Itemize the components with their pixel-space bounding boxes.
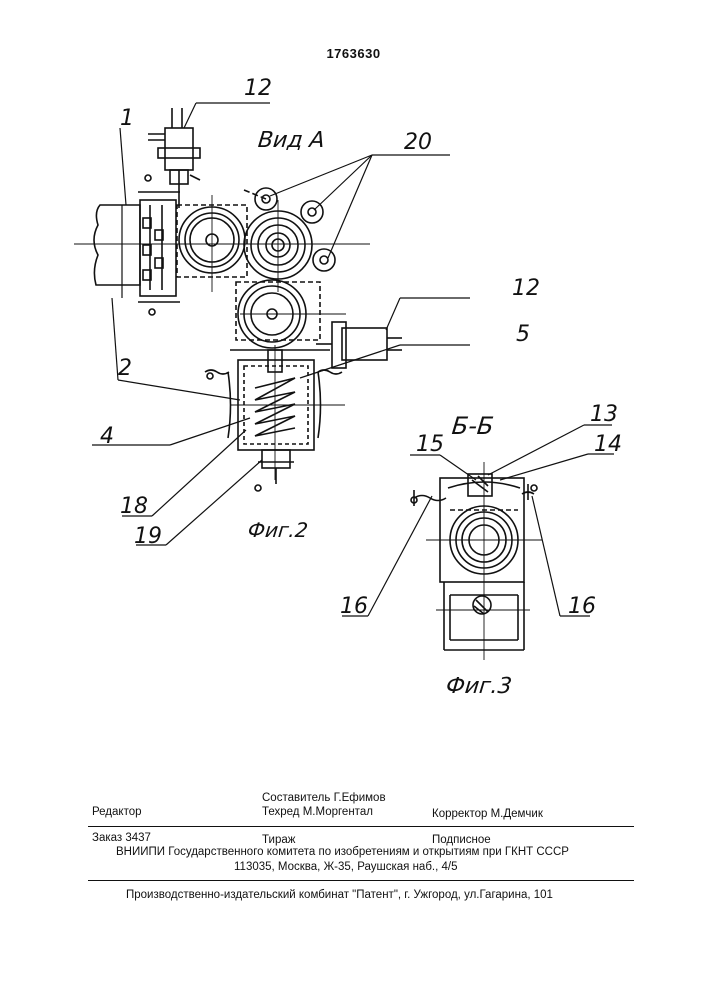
- label-15: 15: [416, 432, 444, 457]
- label-18: 18: [120, 494, 148, 519]
- view-label: Вид А: [257, 128, 326, 153]
- leader-lines-fig3: [342, 425, 614, 616]
- footer-circulation: Тираж: [262, 834, 295, 846]
- label-5: 5: [516, 322, 530, 347]
- fig2-caption: Фиг.2: [247, 518, 309, 542]
- footer-rule-1: [88, 826, 634, 827]
- footer-editor: Редактор: [92, 806, 142, 818]
- label-20: 20: [404, 130, 432, 155]
- technical-drawing: [0, 0, 707, 760]
- center-lines: [74, 195, 370, 480]
- section-label: Б-Б: [451, 412, 496, 440]
- footer-org: ВНИИПИ Государственного комитета по изоб…: [116, 846, 569, 858]
- leader-lines-fig2: [92, 103, 470, 545]
- left-housing: [94, 175, 180, 315]
- label-16-left: 16: [340, 594, 368, 619]
- right-actuator: [316, 322, 402, 368]
- footer-subscription: Подписное: [432, 834, 491, 846]
- label-12-top: 12: [244, 76, 272, 101]
- footer-corrector: Корректор М.Демчик: [432, 808, 543, 820]
- footer-rule-2: [88, 880, 634, 881]
- label-4: 4: [100, 424, 114, 449]
- top-actuator: [148, 108, 200, 208]
- label-1: 1: [120, 106, 134, 131]
- footer-compiler: Составитель Г.Ефимов: [262, 792, 386, 804]
- label-2: 2: [118, 356, 132, 381]
- footer-address: 113035, Москва, Ж-35, Раушская наб., 4/5: [234, 861, 457, 873]
- footer-order: Заказ 3437: [92, 832, 151, 844]
- fig3-caption: Фиг.3: [445, 674, 513, 699]
- footer-publisher: Производственно-издательский комбинат "П…: [126, 889, 553, 901]
- label-14: 14: [594, 432, 622, 457]
- label-19: 19: [134, 524, 162, 549]
- label-16-right: 16: [568, 594, 596, 619]
- label-12-right: 12: [512, 276, 540, 301]
- footer-techred: Техред М.Моргентал: [262, 806, 373, 818]
- label-13: 13: [590, 402, 618, 427]
